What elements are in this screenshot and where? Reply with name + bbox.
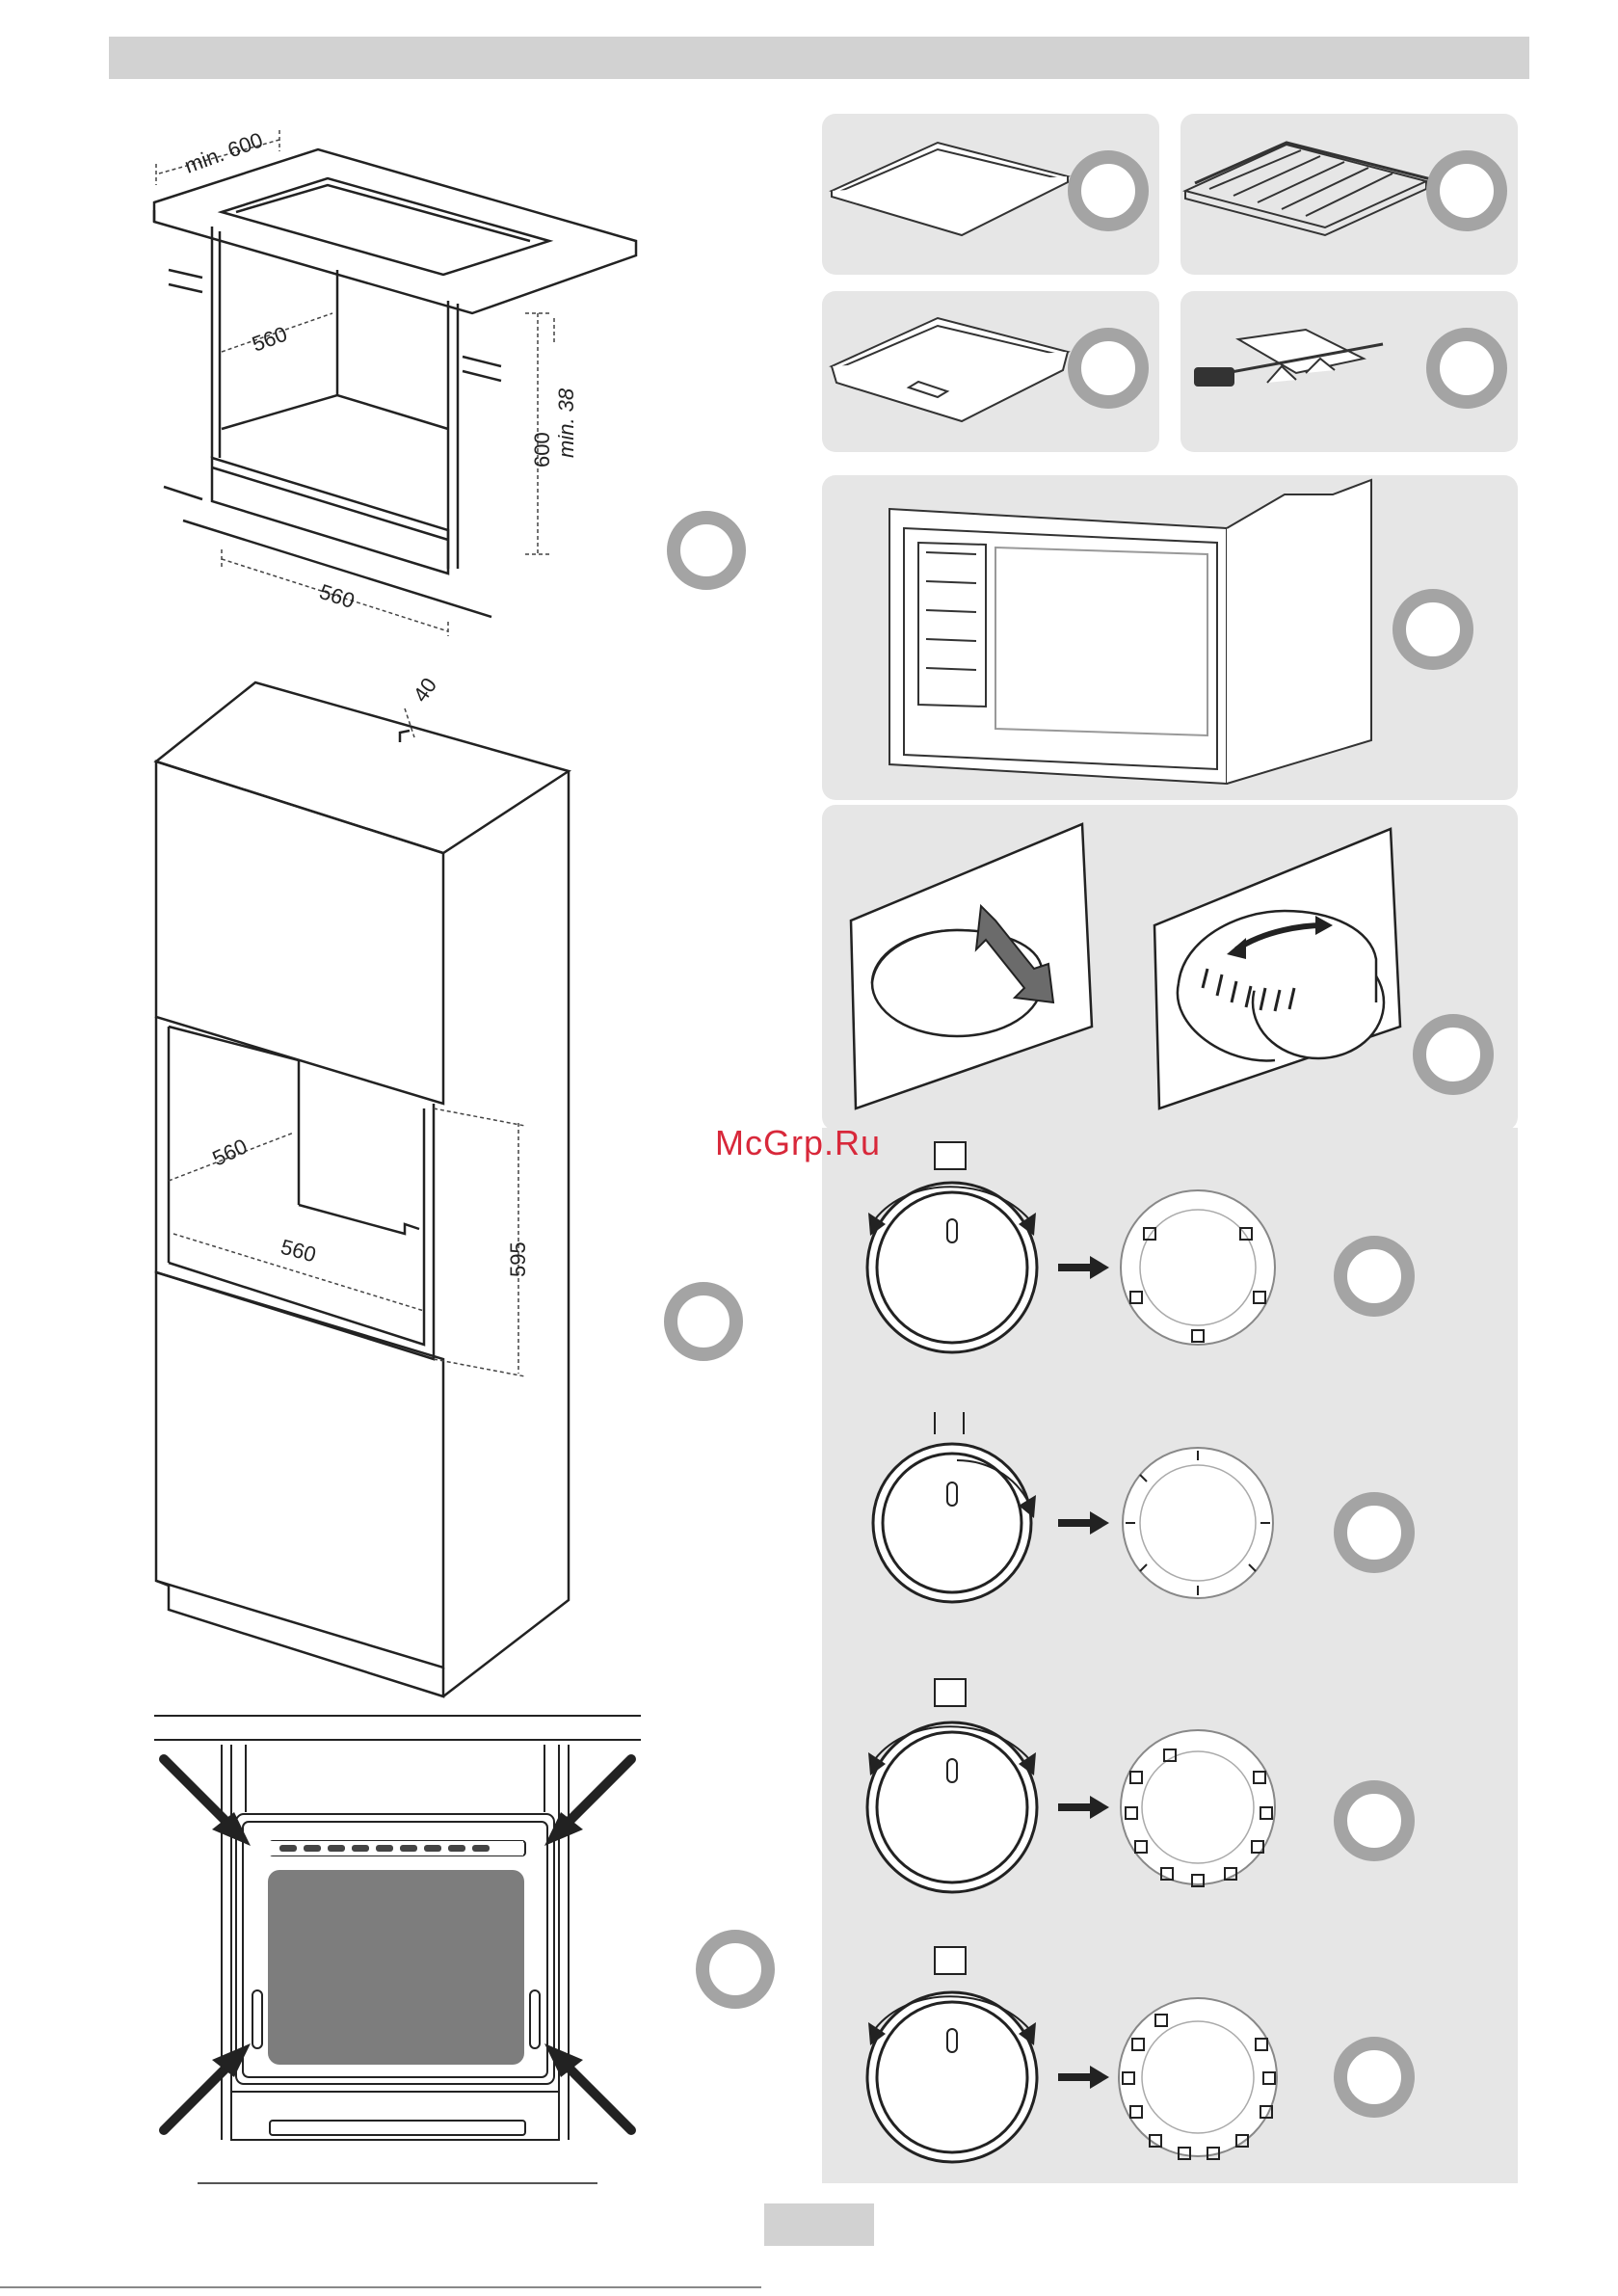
accessory-panel-dripping-pan [822, 291, 1159, 452]
dim-595: 595 [506, 1241, 530, 1277]
dim-40: 40 [409, 673, 442, 706]
accessory-panel-rotisserie [1180, 291, 1518, 452]
undercounter-cabinet-diagram: min. 600 560 600 min. 38 560 [145, 96, 665, 636]
oven-fixing-diagram [154, 1706, 646, 2188]
step-badge-9 [1334, 2037, 1415, 2118]
step-badge-8 [1334, 1780, 1415, 1861]
tall-column-cabinet-diagram: 40 560 560 595 [145, 655, 588, 1716]
knob-row-3 [867, 1679, 1275, 1892]
step-badge-2 [664, 1282, 743, 1361]
oven-interior-panel [822, 475, 1518, 800]
page-number-box [764, 2203, 874, 2246]
dim-560-width: 560 [279, 1235, 319, 1268]
step-badge-5 [1413, 1014, 1494, 1095]
knob-row-2 [873, 1412, 1273, 1602]
dim-min38: min. 38 [554, 387, 578, 458]
step-badge-7 [1334, 1492, 1415, 1573]
knob-function-panel [822, 1128, 1518, 2183]
step-badge-4 [1393, 589, 1473, 670]
watermark-text: McGrp.Ru [715, 1123, 881, 1163]
knob-panel [822, 805, 1518, 1131]
knob-row-4 [867, 1947, 1277, 2162]
header-bar [109, 37, 1529, 79]
step-badge-6 [1334, 1236, 1415, 1317]
accessory-badge-4 [1426, 328, 1507, 409]
accessory-badge-1 [1068, 150, 1149, 231]
footer-rule [0, 2286, 761, 2288]
step-badge-3 [696, 1930, 775, 2009]
dim-560-top: 560 [249, 322, 290, 357]
dim-560-depth: 560 [209, 1134, 252, 1170]
accessory-panel-wire-shelf [1180, 114, 1518, 275]
knob-row-1 [867, 1142, 1275, 1352]
dim-600: 600 [530, 432, 554, 467]
step-badge-1 [667, 511, 746, 590]
accessory-badge-3 [1068, 328, 1149, 409]
accessory-panel-baking-tray [822, 114, 1159, 275]
accessory-badge-2 [1426, 150, 1507, 231]
dim-560-bottom: 560 [316, 579, 358, 613]
